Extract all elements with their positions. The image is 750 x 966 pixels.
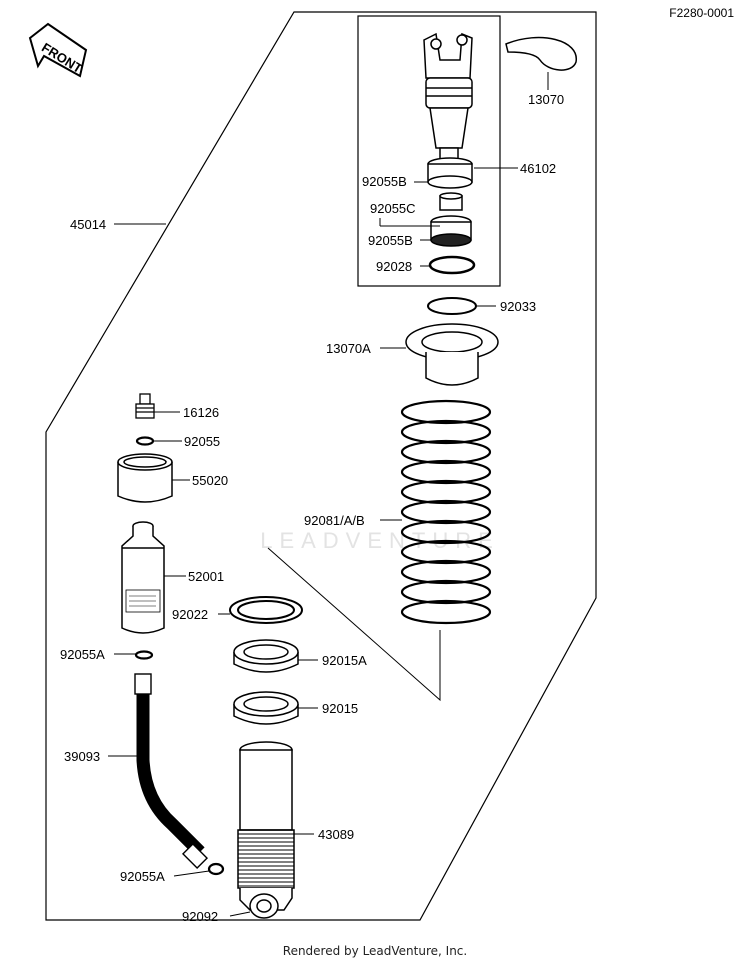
reservoir-52001 (121, 521, 165, 634)
label-92092: 92092 (182, 909, 218, 924)
label-13070: 13070 (528, 92, 564, 107)
spring-guide-line (267, 547, 441, 702)
label-92015a: 92015A (322, 653, 367, 668)
seal-body-upper (427, 157, 473, 189)
label-13070a: 13070A (326, 341, 371, 356)
ring-92028 (428, 255, 476, 275)
label-39093: 39093 (64, 749, 100, 764)
shock-body-43089 (237, 741, 295, 919)
cap-55020 (117, 453, 173, 503)
label-52001: 52001 (188, 569, 224, 584)
label-92055b-lower: 92055B (368, 233, 413, 248)
nut-92015a (233, 639, 299, 673)
nut-92015 (233, 691, 299, 725)
seal-92055c (439, 192, 463, 211)
label-16126: 16126 (183, 405, 219, 420)
footer-credit: Rendered by LeadVenture, Inc. (282, 944, 468, 958)
coil-spring-92081 (400, 399, 492, 625)
leader-lines (108, 72, 549, 917)
label-92055b-upper: 92055B (362, 174, 407, 189)
clip-13070 (505, 36, 577, 71)
label-55020: 55020 (192, 473, 228, 488)
label-92055a-lower: 92055A (120, 869, 165, 884)
washer-92055a-lower (207, 862, 225, 876)
label-45014: 45014 (70, 217, 106, 232)
label-92033: 92033 (500, 299, 536, 314)
spring-seat-13070a (405, 323, 499, 386)
label-92081: 92081/A/B (304, 513, 365, 528)
seal-ring-lower (430, 215, 472, 247)
part-labels: 13070 46102 92055B 92055C 92055B 92028 9… (60, 92, 564, 924)
washer-92055 (135, 436, 155, 446)
shock-top-eye (423, 32, 473, 163)
valve-16126 (135, 393, 155, 419)
label-92015: 92015 (322, 701, 358, 716)
subassembly-box (357, 15, 501, 287)
label-92055a-upper: 92055A (60, 647, 105, 662)
label-92022: 92022 (172, 607, 208, 622)
oring-92033 (427, 297, 477, 315)
label-92055: 92055 (184, 434, 220, 449)
washer-92022 (229, 596, 303, 624)
front-arrow-icon: FRONT (28, 22, 88, 78)
hose-39093 (134, 673, 209, 870)
label-92028: 92028 (376, 259, 412, 274)
washer-92055a-upper (134, 650, 154, 660)
assembly-outline (45, 11, 597, 921)
label-43089: 43089 (318, 827, 354, 842)
label-92055c: 92055C (370, 201, 416, 216)
label-46102: 46102 (520, 161, 556, 176)
figure-code: F2280-0001 (669, 6, 734, 20)
